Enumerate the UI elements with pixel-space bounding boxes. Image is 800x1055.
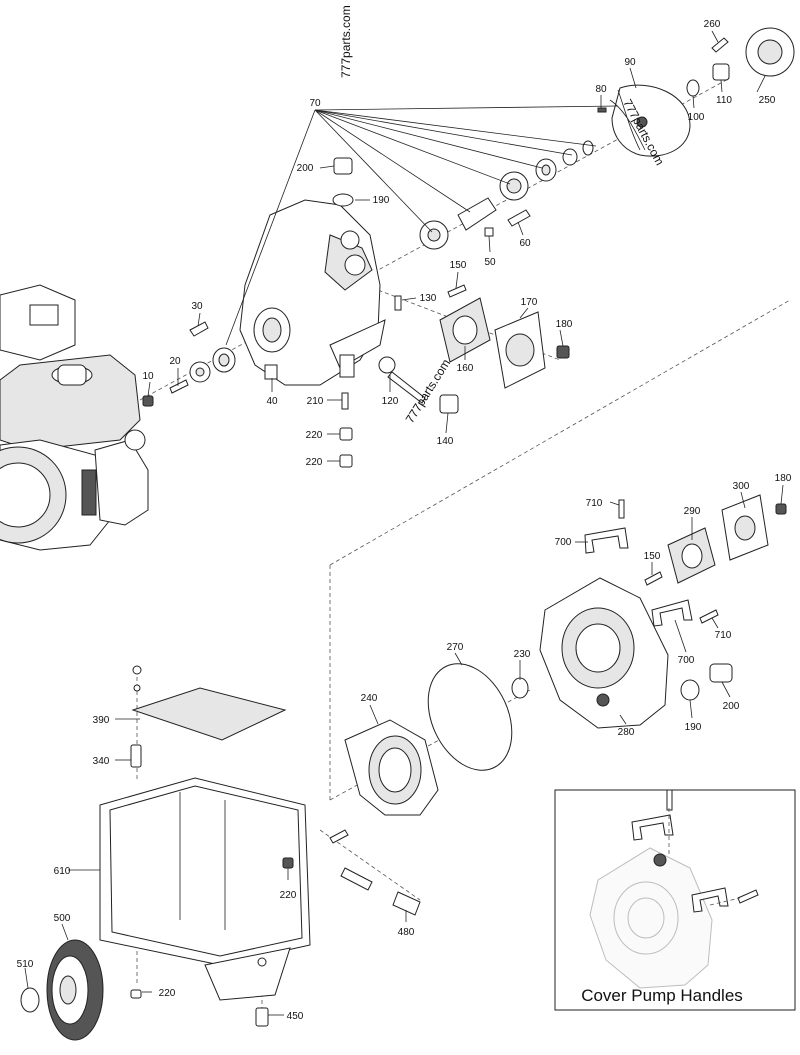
callout: 450	[287, 1011, 304, 1022]
callout: 710	[715, 630, 732, 641]
callout: 300	[733, 481, 750, 492]
inset-box: Cover Pump Handles	[554, 789, 796, 1011]
callout: 170	[521, 297, 538, 308]
callout: 210	[307, 396, 324, 407]
wheel	[20, 939, 104, 1041]
callout: 130	[420, 293, 437, 304]
callout: 180	[775, 473, 792, 484]
callout: 120	[382, 396, 399, 407]
callout: 510	[17, 959, 34, 970]
callout: 390	[93, 715, 110, 726]
inset-cover-drawing	[589, 789, 759, 989]
callout-labels: 260 90 80 250 110 100 70 200 190 60 50 1…	[17, 19, 792, 1022]
callout: 200	[723, 701, 740, 712]
callout: 610	[54, 866, 71, 877]
callout: 270	[447, 642, 464, 653]
callout: 700	[555, 537, 572, 548]
callout: 240	[361, 693, 378, 704]
callout: 190	[373, 195, 390, 206]
watermark-top: 777parts.com	[339, 5, 353, 78]
callout: 140	[437, 436, 454, 447]
engine-assembly	[0, 284, 149, 551]
inset-title: Cover Pump Handles	[581, 986, 743, 1005]
callout: 90	[624, 57, 636, 68]
callout: 30	[191, 301, 203, 312]
frame-hardware	[130, 744, 421, 1027]
callout: 290	[684, 506, 701, 517]
callout: 220	[280, 890, 297, 901]
callout: 10	[142, 371, 154, 382]
callout: 150	[450, 260, 467, 271]
volute-ring	[344, 663, 513, 816]
callout: 190	[685, 722, 702, 733]
impeller	[609, 84, 691, 157]
pump-small-parts	[142, 27, 795, 468]
base-plate	[131, 665, 287, 741]
callout: 220	[306, 457, 323, 468]
callout: 340	[93, 756, 110, 767]
base-frame	[99, 777, 311, 1001]
callout: 150	[644, 551, 661, 562]
pump-cover	[511, 494, 787, 729]
callout: 220	[159, 988, 176, 999]
callout: 230	[514, 649, 531, 660]
callout: 200	[297, 163, 314, 174]
pump-housing	[239, 199, 386, 386]
callout: 260	[704, 19, 721, 30]
callout: 480	[398, 927, 415, 938]
callout: 70	[309, 98, 321, 109]
callout: 50	[484, 257, 496, 268]
callout: 220	[306, 430, 323, 441]
callout: 700	[678, 655, 695, 666]
callout: 160	[457, 363, 474, 374]
callout: 500	[54, 913, 71, 924]
callout: 40	[266, 396, 278, 407]
callout: 250	[759, 95, 776, 106]
callout: 180	[556, 319, 573, 330]
callout: 100	[688, 112, 705, 123]
callout: 20	[169, 356, 181, 367]
callout: 80	[595, 84, 607, 95]
callout: 280	[618, 727, 635, 738]
callout: 710	[586, 498, 603, 509]
callout: 110	[716, 95, 732, 106]
leader-lines	[24, 30, 784, 1016]
callout: 60	[519, 238, 531, 249]
